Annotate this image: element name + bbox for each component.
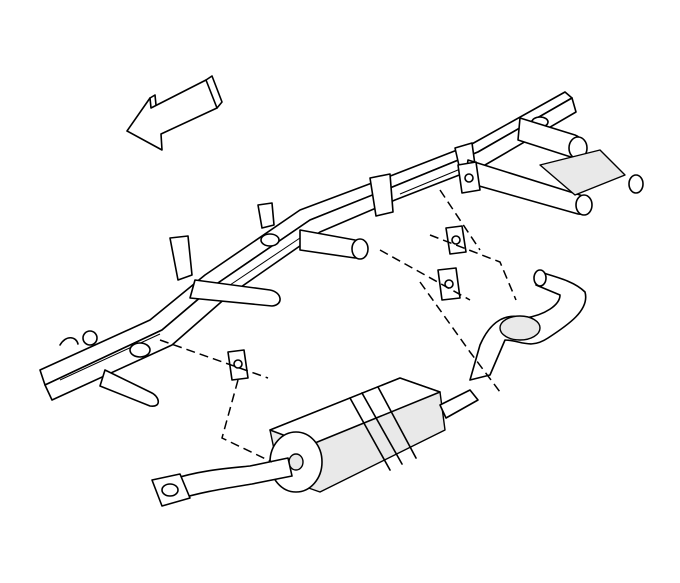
- crossmember-rear: [464, 117, 644, 216]
- exhaust-inlet-pipe: [469, 269, 587, 381]
- crossmember-front: [99, 279, 281, 407]
- rubber-hanger-rear-upper: [445, 225, 467, 255]
- crossmember-middle: [299, 229, 369, 260]
- tailpipe: [151, 457, 293, 507]
- rubber-hanger-front: [227, 349, 249, 381]
- assembly-guide-lines: [159, 189, 517, 463]
- muffler: [269, 377, 479, 493]
- rubber-hanger-rear-lower: [457, 161, 481, 194]
- forward-arrow-icon: [126, 75, 223, 151]
